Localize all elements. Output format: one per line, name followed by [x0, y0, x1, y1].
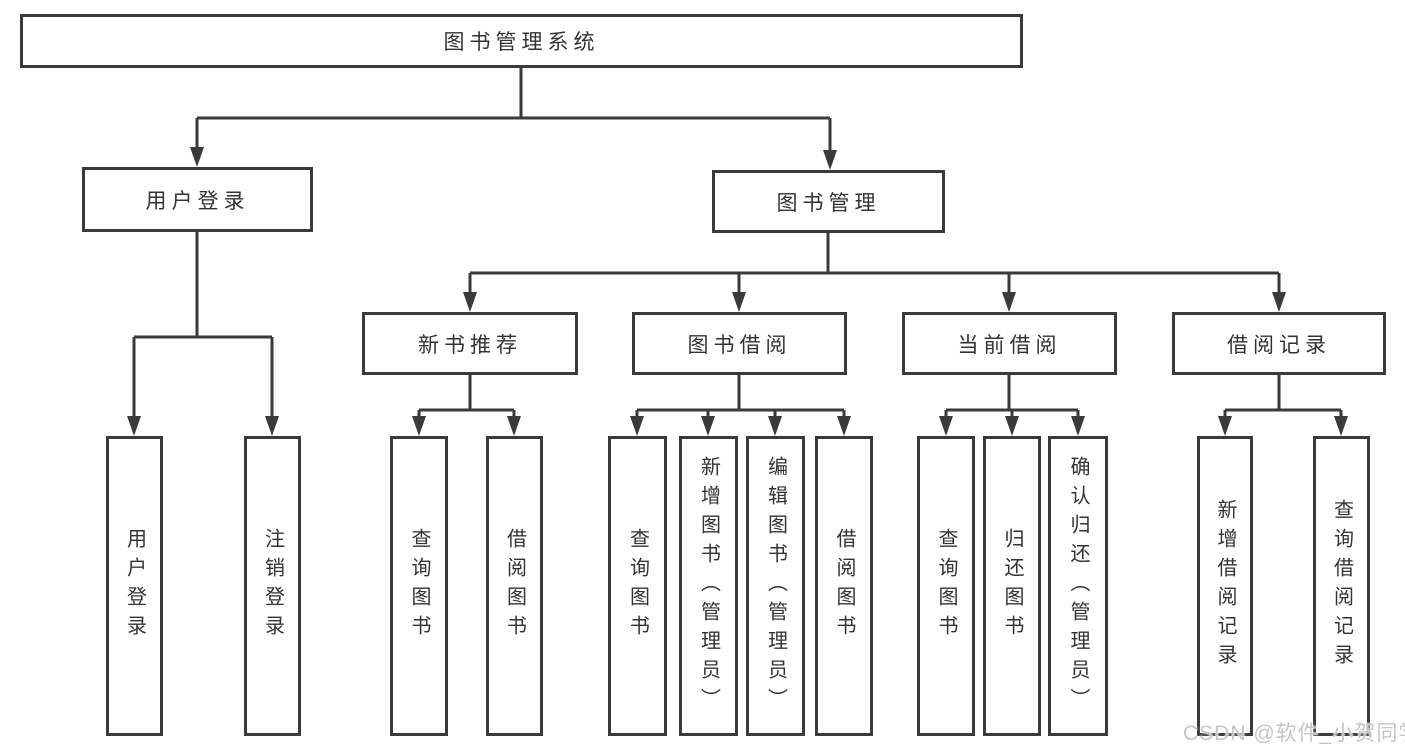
arrowhead: [1002, 292, 1016, 312]
leaf-current-confirm-admin: 确认归还（管理员）: [1048, 436, 1108, 736]
arrowhead: [1071, 416, 1085, 436]
node-user-login: 用户登录: [82, 167, 313, 232]
arrowhead: [630, 416, 644, 436]
arrowhead: [463, 292, 477, 312]
leaf-newbook-borrow: 借阅图书: [486, 436, 543, 736]
arrowhead: [823, 150, 837, 170]
leaf-current-query-label: 查询图书: [935, 528, 957, 644]
leaf-records-add-label: 新增借阅记录: [1214, 499, 1236, 673]
leaf-borrow-borrow-label: 借阅图书: [833, 528, 855, 644]
node-user-login-label: 用户登录: [145, 189, 250, 213]
connector-book-borrow-children: [630, 375, 851, 436]
leaf-borrow-edit-admin: 编辑图书（管理员）: [746, 436, 805, 736]
arrowhead: [768, 416, 782, 436]
connector-book-management-children: [463, 233, 1286, 312]
leaf-borrow-add-admin-label: 新增图书（管理员）: [697, 455, 720, 717]
node-new-book-recommend-label: 新书推荐: [418, 333, 522, 357]
leaf-records-add: 新增借阅记录: [1197, 436, 1253, 736]
leaf-records-query-label: 查询借阅记录: [1330, 499, 1353, 673]
leaf-current-return: 归还图书: [983, 436, 1041, 736]
node-current-borrow: 当前借阅: [902, 312, 1117, 375]
arrowhead: [1005, 416, 1019, 436]
csdn-watermark: CSDN @软件_小贺同学: [1183, 722, 1405, 745]
node-root: 图书管理系统: [20, 14, 1023, 68]
node-book-borrow: 图书借阅: [632, 312, 847, 375]
arrowhead: [265, 416, 279, 436]
leaf-borrow-edit-admin-label: 编辑图书（管理员）: [764, 455, 787, 717]
arrowhead: [837, 416, 851, 436]
arrowhead: [412, 416, 426, 436]
leaf-borrow-query: 查询图书: [608, 436, 667, 736]
connector-current-borrow-children: [939, 375, 1085, 436]
arrowhead: [507, 416, 521, 436]
node-borrow-records-label: 借阅记录: [1227, 333, 1331, 357]
leaf-borrow-query-label: 查询图书: [626, 528, 649, 644]
arrowhead: [939, 416, 953, 436]
leaf-logout-label: 注销登录: [261, 528, 284, 644]
leaf-user-login-label: 用户登录: [123, 528, 146, 644]
arrowhead: [127, 416, 141, 436]
arrowhead: [1272, 292, 1286, 312]
node-root-label: 图书管理系统: [443, 31, 600, 54]
node-new-book-recommend: 新书推荐: [362, 312, 578, 375]
leaf-newbook-borrow-label: 借阅图书: [503, 528, 526, 644]
leaf-newbook-query: 查询图书: [390, 436, 448, 736]
leaf-current-confirm-admin-label: 确认归还（管理员）: [1067, 455, 1089, 717]
arrowhead: [190, 147, 204, 167]
arrowhead: [732, 292, 746, 312]
leaf-logout: 注销登录: [244, 436, 301, 736]
node-current-borrow-label: 当前借阅: [957, 333, 1062, 357]
connector-borrow-records-children: [1218, 375, 1348, 436]
node-book-management-label: 图书管理: [776, 191, 881, 215]
arrowhead: [701, 416, 715, 436]
leaf-current-query: 查询图书: [917, 436, 975, 736]
leaf-records-query: 查询借阅记录: [1313, 436, 1370, 736]
leaf-current-return-label: 归还图书: [1001, 528, 1023, 644]
connector-root-to-level1: [190, 68, 837, 170]
node-book-management: 图书管理: [712, 170, 945, 233]
node-book-borrow-label: 图书借阅: [687, 333, 792, 357]
connector-user-login-children: [127, 232, 279, 436]
leaf-borrow-add-admin: 新增图书（管理员）: [679, 436, 738, 736]
node-borrow-records: 借阅记录: [1172, 312, 1386, 375]
arrowhead: [1218, 416, 1232, 436]
arrowhead: [1334, 416, 1348, 436]
leaf-newbook-query-label: 查询图书: [408, 528, 430, 644]
leaf-borrow-borrow: 借阅图书: [815, 436, 873, 736]
leaf-user-login: 用户登录: [106, 436, 163, 736]
connector-new-book-children: [412, 375, 521, 436]
